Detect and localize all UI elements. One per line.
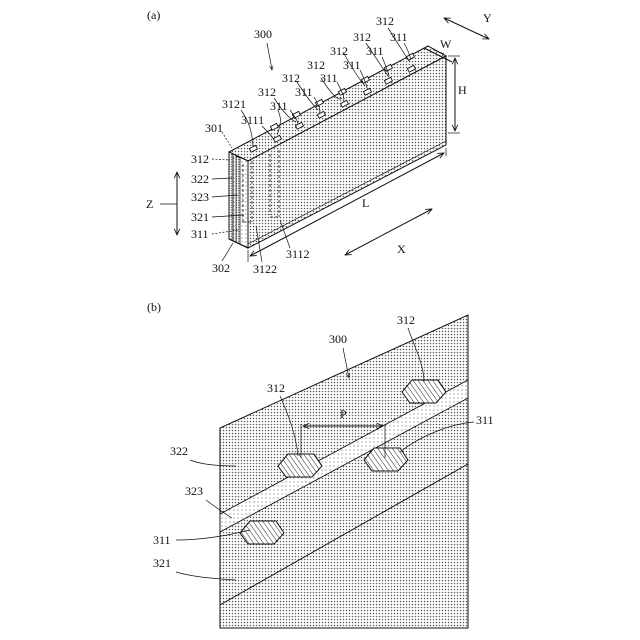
axis-x-arrow	[345, 209, 432, 255]
label-321: 321	[153, 556, 171, 570]
label-300: 300	[254, 27, 272, 41]
panel-a-label: (a)	[147, 8, 160, 22]
label-311: 311	[295, 85, 313, 99]
axis-x-label: X	[397, 242, 406, 256]
leader-312-left	[212, 159, 230, 160]
label-311: 311	[191, 227, 209, 241]
leader-301	[222, 132, 232, 148]
label-311: 311	[390, 30, 408, 44]
label-322: 322	[191, 172, 209, 186]
label-312: 312	[191, 152, 209, 166]
dim-l-label: L	[362, 196, 369, 210]
label-312: 312	[258, 85, 276, 99]
pitch-label: P	[340, 407, 347, 421]
end-face-layer-323	[236, 156, 240, 244]
label-321: 321	[191, 210, 209, 224]
label-302: 302	[212, 261, 230, 275]
label-311: 311	[343, 58, 361, 72]
label-322: 322	[170, 444, 188, 458]
label-312: 312	[330, 44, 348, 58]
label-312-right: 312	[397, 313, 415, 327]
dim-h-label: H	[458, 83, 467, 97]
label-3112: 3112	[286, 247, 310, 261]
label-323: 323	[191, 190, 209, 204]
label-300: 300	[329, 332, 347, 346]
label-3121: 3121	[222, 97, 246, 111]
arrow-300	[267, 43, 272, 70]
label-311-left: 311	[153, 533, 171, 547]
dim-w-label: W	[440, 37, 452, 51]
label-311: 311	[320, 71, 338, 85]
end-face-layer-322	[229, 152, 233, 241]
label-312: 312	[307, 58, 325, 72]
leader-302	[222, 243, 233, 261]
label-311-right: 311	[476, 413, 494, 427]
tab-312-left	[278, 454, 322, 477]
label-3122: 3122	[253, 262, 277, 276]
label-312: 312	[353, 30, 371, 44]
label-301: 301	[205, 121, 223, 135]
tab-311-right	[364, 448, 408, 471]
label-312: 312	[282, 71, 300, 85]
label-311: 311	[270, 99, 288, 113]
label-323: 323	[185, 484, 203, 498]
panel-b-label: (b)	[147, 300, 161, 314]
label-312-left: 312	[267, 381, 285, 395]
tab-311-left	[240, 521, 284, 544]
label-311: 311	[366, 44, 384, 58]
panel-b: (b) P 300 312 312	[147, 300, 494, 628]
axis-z-label: Z	[146, 197, 153, 211]
label-3111: 3111	[241, 113, 264, 127]
axis-y-label: Y	[483, 11, 492, 25]
tab-312-right	[402, 380, 446, 403]
cell-front-face	[248, 56, 446, 248]
panel-a: (a)	[146, 8, 492, 276]
label-312: 312	[376, 14, 394, 28]
